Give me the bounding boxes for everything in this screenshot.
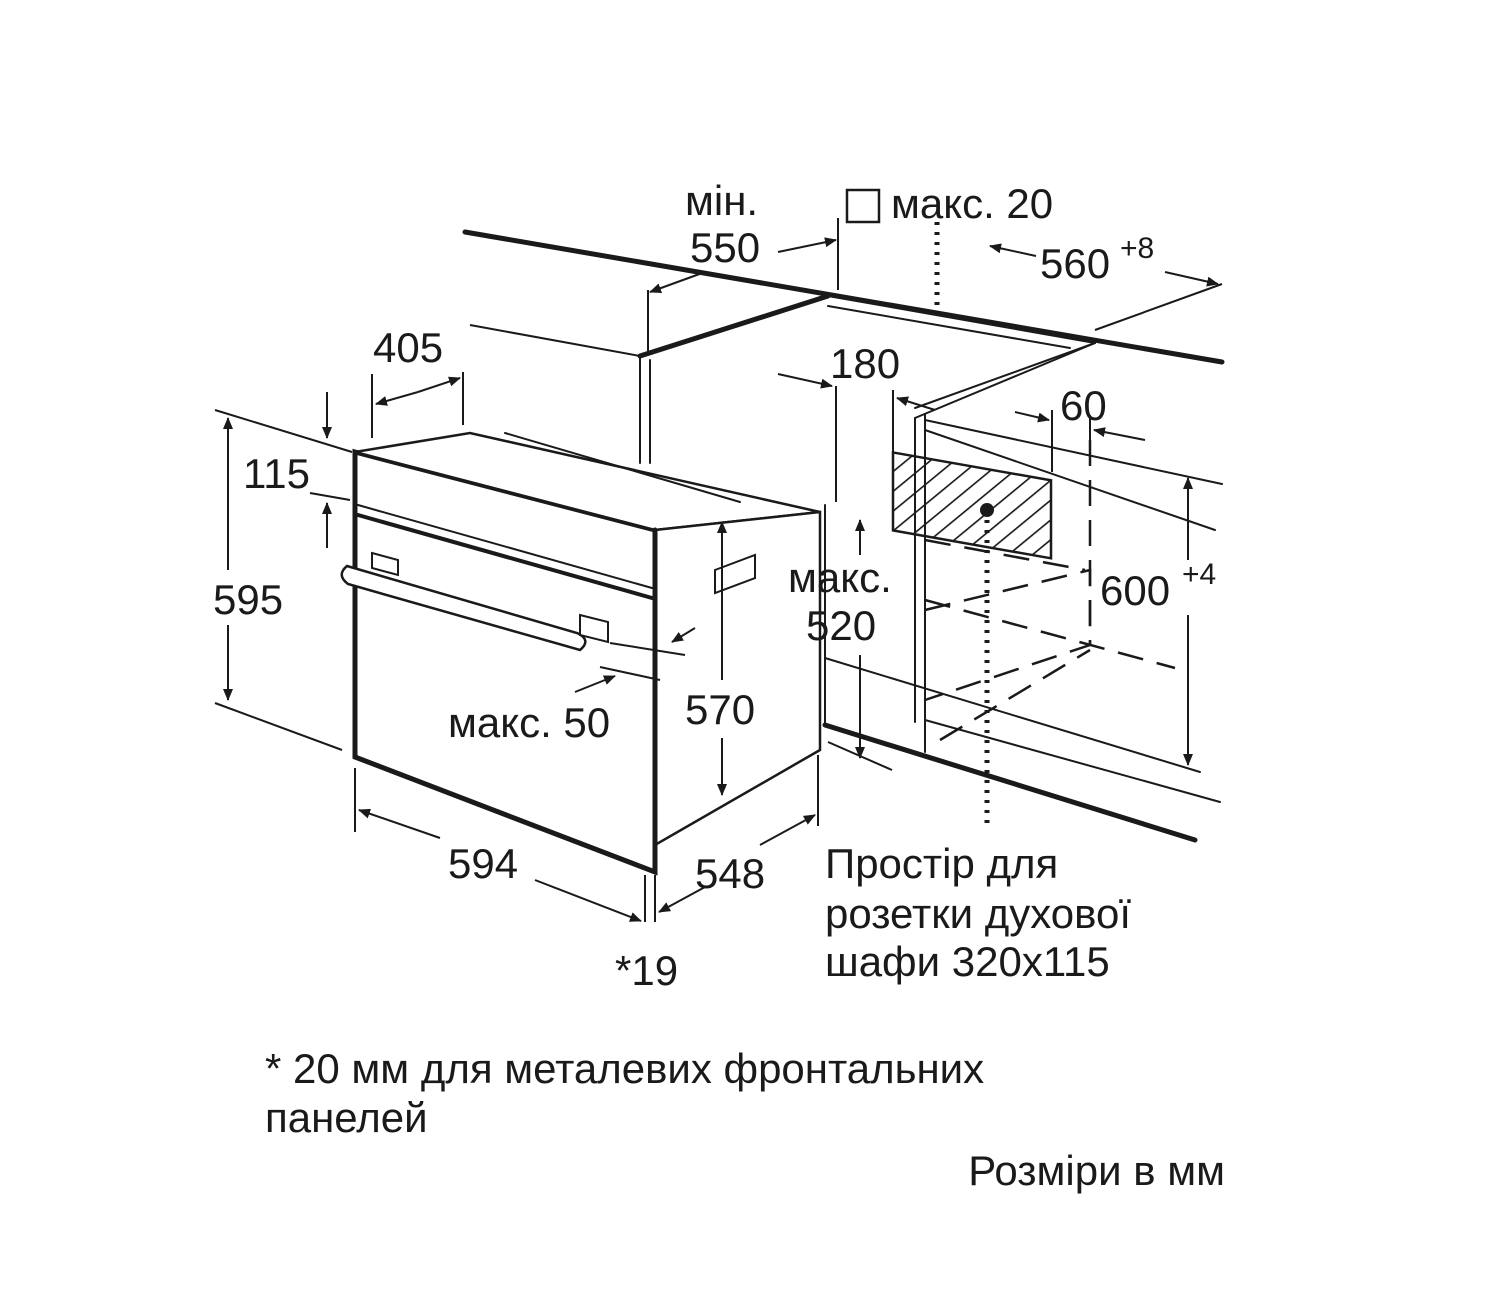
dim-50-ext-2 [599, 666, 661, 681]
footnote-line1: * 20 мм для металевих фронтальних [265, 1045, 984, 1092]
dim-180-arrow [777, 373, 833, 389]
dim-594-arrow-right [534, 879, 642, 922]
countertop-front-edge [637, 293, 831, 359]
niche-right-panel-top [914, 342, 1096, 419]
dim-550-arrow-left [649, 271, 706, 293]
oven-side-vent [714, 553, 756, 595]
label-60: 60 [1060, 382, 1107, 429]
countertop-left-front [827, 305, 1071, 349]
label-570: 570 [685, 686, 755, 733]
label-19: *19 [615, 947, 678, 994]
label-594: 594 [448, 840, 518, 887]
dimension-labels: мін. 550 макс. 20 560 +8 405 180 60 115 … [213, 177, 1216, 994]
label-max-520-line1: макс. [788, 554, 892, 601]
niche-floor-lower [924, 719, 1221, 803]
oven-control-panel-line-2 [357, 504, 653, 589]
hidden-line-box [924, 568, 1092, 702]
dim-548-arrow-left [658, 886, 706, 913]
notes: * 20 мм для металевих фронтальних панеле… [265, 1045, 1225, 1194]
hidden-line-diag [939, 648, 1091, 742]
hidden-line-back-1 [924, 538, 1086, 572]
dim-595-ext-top [214, 409, 353, 453]
label-560-tolerance: +8 [1120, 232, 1154, 265]
label-max-520-line2: 520 [806, 602, 876, 649]
dim-520-ext [827, 741, 893, 771]
dim-550-arrow-right [777, 237, 837, 253]
oven-handle-mount-right [579, 613, 609, 644]
label-560: 560 [1040, 240, 1110, 287]
label-max20: макс. 20 [891, 180, 1053, 227]
dim-180-arrow-2 [896, 396, 936, 411]
socket-caption-line3: шафи 320x115 [825, 938, 1110, 985]
label-550: 550 [690, 224, 760, 271]
label-600-tolerance: +4 [1182, 558, 1216, 591]
dim-560-arrow-right [1164, 271, 1219, 287]
label-595: 595 [213, 576, 283, 623]
oven-control-panel-line [356, 513, 654, 600]
dim-405-arrow-right [417, 376, 461, 393]
oven-top-inner [504, 432, 741, 503]
niche-floor-front [822, 722, 1198, 843]
label-405: 405 [373, 324, 443, 371]
socket-caption-line1: Простір для [825, 840, 1058, 887]
label-115: 115 [243, 450, 310, 497]
square-symbol [845, 188, 881, 224]
socket-space-hatched [891, 450, 1053, 560]
cabinet [462, 222, 1225, 843]
label-600: 600 [1100, 567, 1170, 614]
hidden-line-back-2 [924, 598, 1176, 670]
label-180: 180 [830, 340, 900, 387]
niche-rear-line [924, 419, 1223, 485]
dim-595-ext-bottom [214, 702, 343, 751]
dim-50-ext-1 [609, 642, 686, 656]
dim-50-arrow-top [671, 627, 696, 643]
label-max50: макс. 50 [448, 699, 610, 746]
dim-405-arrow-left [375, 391, 419, 406]
label-min: мін. [685, 177, 758, 224]
niche-rear-line-2 [924, 429, 1216, 531]
socket-caption-line2: розетки духової [825, 890, 1131, 937]
countertop-top-edge [462, 229, 1225, 365]
niche-floor-back [824, 657, 1201, 773]
dim-115-ext [309, 492, 351, 501]
dim-548-arrow-right [759, 814, 816, 846]
dim-50-arrow-bottom [574, 675, 616, 693]
units-note: Розміри в мм [968, 1147, 1225, 1194]
dim-594-arrow-left [358, 808, 441, 839]
oven [340, 431, 822, 876]
niche-top-rear [914, 342, 1096, 409]
dim-60-arrow-left [1014, 411, 1050, 423]
dimension-lines [214, 218, 1223, 922]
footnote-line2: панелей [265, 1094, 428, 1141]
oven-handle-mount-left [371, 551, 399, 577]
dim-560-ext-right [1094, 283, 1223, 331]
dim-60-arrow-right [1093, 427, 1146, 441]
dim-560-arrow-left [989, 243, 1037, 257]
dim-405-ref [469, 324, 641, 357]
label-548: 548 [695, 850, 765, 897]
countertop-bottom-edge [827, 295, 1096, 344]
